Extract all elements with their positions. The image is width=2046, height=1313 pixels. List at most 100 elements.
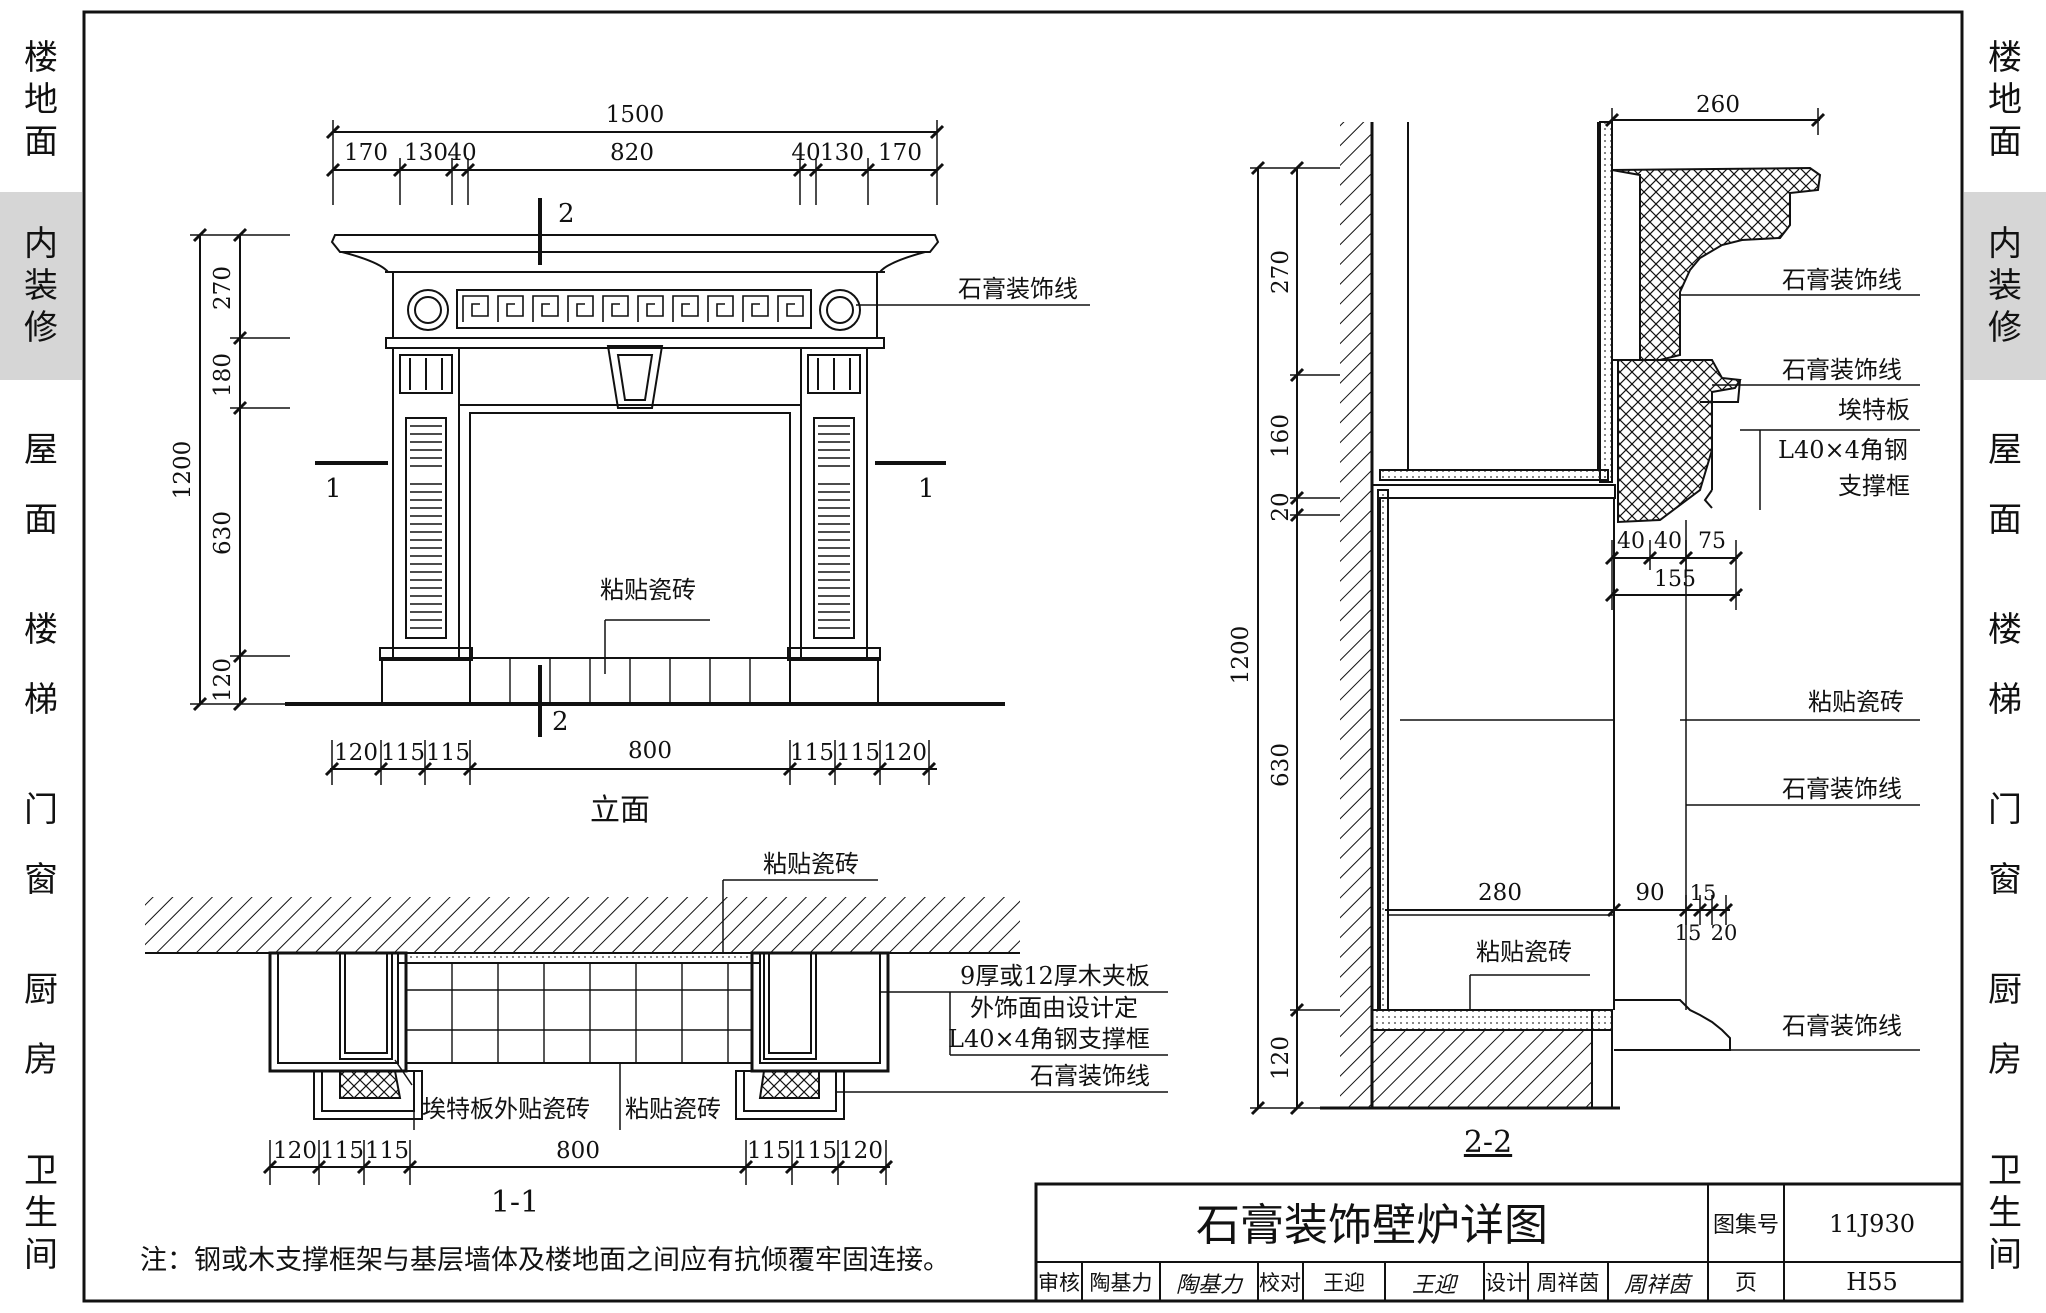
drawing-title: 石膏装饰壁炉详图 [1196, 1200, 1548, 1251]
s11-dim-7: 120 [839, 1138, 883, 1164]
elev-dim-top-4: 820 [610, 140, 654, 166]
elev-dim-bottom-7: 120 [883, 740, 927, 766]
elev-dim-top-6: 130 [820, 140, 864, 166]
elev-dim-bottom-4: 800 [628, 738, 672, 764]
section-mark-2-bottom: 2 [552, 707, 569, 737]
checker-signature: 王迎 [1412, 1273, 1459, 1298]
elev-label-plaster: 石膏装饰线 [958, 275, 1078, 303]
sidebar-tab-3[interactable]: 屋面 [1988, 430, 2022, 540]
elevation-view [190, 120, 1090, 785]
s22-label-tile-2: 粘贴瓷砖 [1476, 938, 1572, 966]
reviewer-name: 陶基力 [1090, 1271, 1153, 1295]
elevation-caption: 立面 [590, 793, 650, 828]
section-1-1-caption: 1-1 [491, 1185, 539, 1220]
s22-dim-mid-3: 75 [1698, 529, 1726, 554]
elev-dim-left-3: 630 [210, 511, 236, 555]
s22-dim-lower-5: 20 [1711, 921, 1738, 945]
reviewer-signature: 陶基力 [1176, 1273, 1244, 1298]
s11-label-tile-top: 粘贴瓷砖 [763, 850, 859, 878]
page-number: H55 [1846, 1268, 1897, 1296]
s22-label-plaster-3: 石膏装饰线 [1782, 775, 1902, 803]
elev-dim-total: 1500 [606, 102, 665, 128]
designer-name: 周祥茵 [1537, 1271, 1600, 1295]
designer-signature: 周祥茵 [1624, 1273, 1693, 1298]
sidebar-tab-5[interactable]: 门窗 [24, 790, 58, 900]
s22-dim-left-5: 120 [1268, 1036, 1294, 1080]
s11-label-plaster: 石膏装饰线 [1030, 1062, 1150, 1090]
sidebar-tab-1[interactable]: 楼地面 [1988, 38, 2022, 162]
sidebar-tab-3[interactable]: 屋面 [24, 430, 58, 540]
s11-dim-2: 115 [320, 1138, 364, 1164]
sidebar-tab-1[interactable]: 楼地面 [24, 38, 58, 162]
sidebar-tab-4[interactable]: 楼梯 [1988, 610, 2022, 720]
s11-label-plywood: 9厚或12厚木夹板 [960, 962, 1150, 990]
sidebar-tab-6[interactable]: 厨房 [24, 970, 58, 1080]
elev-label-tile: 粘贴瓷砖 [600, 576, 696, 604]
sidebar-tab-6[interactable]: 厨房 [1988, 970, 2022, 1080]
s22-dim-lower-3: 15 [1690, 881, 1717, 905]
section-2-2-caption: 2-2 [1464, 1125, 1512, 1160]
elev-dim-bottom-6: 115 [836, 740, 880, 766]
s22-dim-mid-2: 40 [1654, 529, 1682, 554]
s11-dim-5: 115 [747, 1138, 791, 1164]
section-mark-2-top: 2 [558, 199, 575, 229]
elev-dim-top-7: 170 [878, 140, 922, 166]
s22-dim-lower-1: 280 [1478, 880, 1522, 906]
s22-dim-lower-2: 90 [1635, 880, 1664, 906]
check-label: 校对 [1259, 1271, 1301, 1295]
atlas-number: 11J930 [1829, 1210, 1915, 1238]
s11-label-eter-tile: 埃特板外贴瓷砖 [422, 1095, 590, 1123]
elev-dim-bottom-3: 115 [426, 740, 470, 766]
drawing-note: 注：钢或木支撑框架与基层墙体及楼地面之间应有抗倾覆牢固连接。 [140, 1245, 950, 1276]
s11-label-frame: L40×4角钢支撑框 [948, 1025, 1150, 1053]
s11-dim-1: 120 [273, 1138, 317, 1164]
s22-dim-left-2: 160 [1268, 414, 1294, 458]
elev-dim-bottom-1: 120 [334, 740, 378, 766]
sidebar-tab-2[interactable]: 内装修 [1964, 192, 2046, 380]
section-2-2-view [1250, 108, 1920, 1116]
atlas-label: 图集号 [1713, 1213, 1779, 1238]
elev-dim-top-5: 40 [791, 140, 820, 166]
sidebar-tab-7[interactable]: 卫生间 [1988, 1150, 2022, 1275]
s11-dim-6: 115 [793, 1138, 837, 1164]
s22-dim-left-1: 270 [1268, 250, 1294, 294]
s22-label-eter: 埃特板 [1838, 396, 1910, 424]
s22-dim-left-4: 630 [1268, 743, 1294, 787]
title-block [1034, 1182, 1964, 1303]
s11-dim-4: 800 [556, 1138, 600, 1164]
s22-dim-mid-total: 155 [1654, 567, 1696, 592]
elev-dim-left-4: 120 [210, 658, 236, 702]
section-1-1-view [145, 879, 1168, 1185]
elev-dim-top-2: 130 [404, 140, 448, 166]
s22-dim-mid-1: 40 [1617, 529, 1645, 554]
elev-dim-bottom-5: 115 [790, 740, 834, 766]
s22-dim-lower-4: 15 [1675, 921, 1702, 945]
sidebar-right: 楼地面内装修屋面楼梯门窗厨房卫生间 [1964, 0, 2046, 1313]
elev-dim-top-1: 170 [344, 140, 388, 166]
design-label: 设计 [1485, 1271, 1527, 1295]
sheet-border [82, 10, 1964, 1303]
checker-name: 王迎 [1323, 1271, 1365, 1295]
sidebar-tab-5[interactable]: 门窗 [1988, 790, 2022, 900]
page-label: 页 [1735, 1271, 1757, 1296]
elev-dim-left-1: 270 [210, 266, 236, 310]
sidebar-tab-4[interactable]: 楼梯 [24, 610, 58, 720]
s22-label-plaster-4: 石膏装饰线 [1782, 1012, 1902, 1040]
sidebar-left: 楼地面内装修屋面楼梯门窗厨房卫生间 [0, 0, 82, 1313]
s22-label-tile-1: 粘贴瓷砖 [1808, 688, 1904, 716]
s11-dim-3: 115 [365, 1138, 409, 1164]
elev-dim-left-total: 1200 [170, 441, 196, 500]
section-mark-1-right: 1 [918, 474, 935, 504]
s22-label-plaster-1: 石膏装饰线 [1782, 266, 1902, 294]
sidebar-tab-2[interactable]: 内装修 [0, 192, 82, 380]
sidebar-tab-7[interactable]: 卫生间 [24, 1150, 58, 1275]
s22-label-plaster-2: 石膏装饰线 [1782, 356, 1902, 384]
elev-dim-left-2: 180 [210, 353, 236, 397]
s22-label-steel: L40×4角钢 [1778, 436, 1908, 464]
s11-label-tile: 粘贴瓷砖 [625, 1095, 721, 1123]
s22-dim-top: 260 [1696, 92, 1740, 118]
elev-dim-top-3: 40 [447, 140, 476, 166]
s11-label-finish: 外饰面由设计定 [970, 994, 1138, 1022]
s22-dim-left-3: 20 [1268, 492, 1294, 521]
review-label: 审核 [1038, 1271, 1080, 1295]
